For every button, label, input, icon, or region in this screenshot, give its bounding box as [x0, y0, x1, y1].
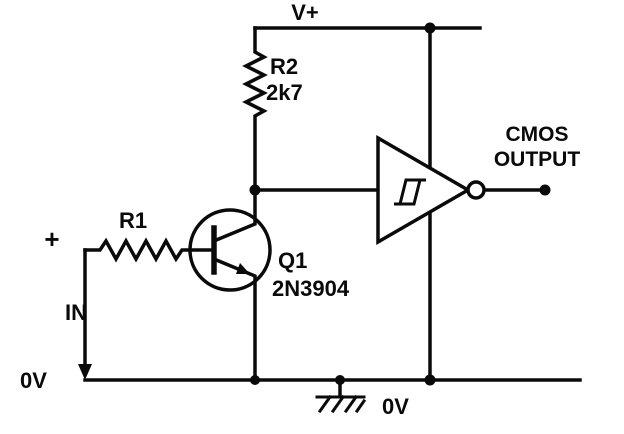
emitter-arrow-icon: [236, 263, 250, 274]
junction-dot: [335, 375, 345, 385]
input-arrow-icon: [78, 364, 92, 380]
inverter-triangle: [376, 134, 472, 246]
ov-ground-label: 0V: [382, 394, 409, 419]
ground-icon: [315, 394, 367, 414]
output-label: OUTPUT: [494, 148, 581, 171]
q1-transistor: [188, 188, 272, 382]
q1-part-label: 2N3904: [272, 276, 350, 301]
ov-left-label: 0V: [20, 368, 47, 393]
input-plus-label: +: [44, 224, 59, 254]
junction-dots: [249, 22, 551, 386]
junction-dot: [250, 375, 260, 385]
wires: [83, 26, 582, 398]
q1-label: Q1: [278, 248, 307, 273]
junction-dot: [424, 22, 436, 34]
transistor-collector-lead: [211, 188, 257, 244]
transistor-emitter-lead: [211, 256, 257, 382]
output-terminal-dot: [539, 184, 551, 196]
ground-hatch: [317, 394, 367, 414]
r1-label: R1: [119, 208, 147, 233]
hysteresis-icon: [394, 178, 426, 206]
transistor-body-circle: [188, 208, 272, 292]
r2-label: R2: [270, 54, 298, 79]
cmos-label: CMOS: [506, 123, 569, 146]
inverter-bubble-icon: [466, 180, 486, 200]
schmitt-inverter: [376, 134, 486, 246]
r1-resistor: [83, 237, 216, 263]
vplus-label: V+: [291, 0, 319, 25]
junction-dot: [249, 184, 261, 196]
r2-value-label: 2k7: [266, 80, 303, 105]
in-label: IN: [65, 300, 87, 325]
r2-resistor: [242, 26, 268, 192]
junction-dot: [424, 374, 436, 386]
